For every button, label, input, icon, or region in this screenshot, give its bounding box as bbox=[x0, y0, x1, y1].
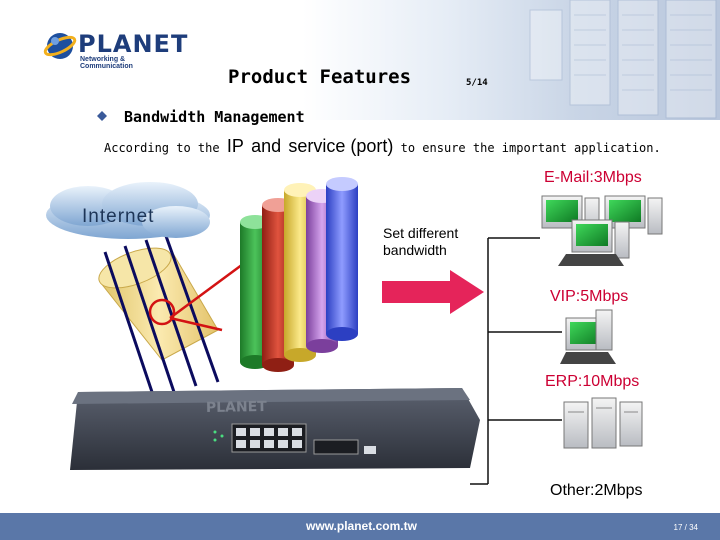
vip-computer-icon bbox=[560, 310, 616, 364]
router-device bbox=[70, 388, 480, 470]
device-brand: PLANET bbox=[206, 399, 268, 416]
internet-label: Internet bbox=[82, 206, 154, 227]
erp-label: ERP:10Mbps bbox=[545, 373, 639, 391]
footer-url[interactable]: www.planet.com.tw bbox=[306, 519, 417, 533]
email-label: E-Mail:3Mbps bbox=[544, 169, 642, 187]
slide-number: 17 / 34 bbox=[674, 523, 698, 532]
erp-servers-icon bbox=[564, 398, 642, 448]
email-computers-icon bbox=[542, 196, 662, 266]
vip-label: VIP:5Mbps bbox=[550, 288, 628, 306]
bandwidth-pipes bbox=[240, 177, 358, 372]
other-label: Other:2Mbps bbox=[550, 482, 642, 500]
arrow-icon bbox=[382, 270, 484, 314]
connector-lines bbox=[470, 238, 562, 484]
